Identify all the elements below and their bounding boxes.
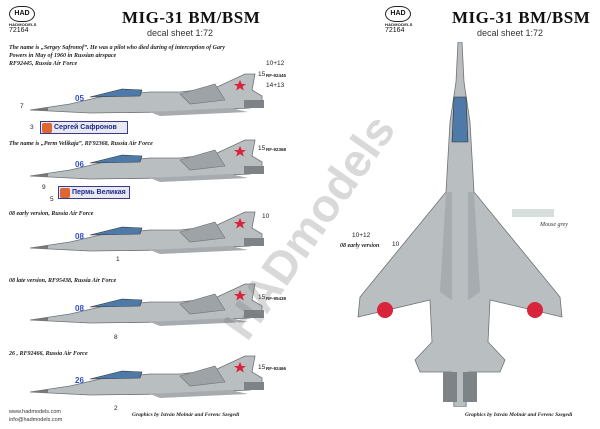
logo-right: HAD HADMODELS 72164	[385, 6, 413, 34]
callout-1d: 7	[20, 103, 24, 110]
banner-text: Пермь Великая	[72, 189, 126, 196]
sheet-subtitle-right: decal sheet 1:72	[477, 28, 544, 38]
product-code: 72164	[385, 27, 405, 34]
callout-1e: 3	[30, 124, 34, 131]
seal-icon	[42, 122, 52, 133]
serial-4: RF-95438	[266, 296, 287, 301]
callout-1a: 10+12	[266, 60, 285, 67]
credit-left: Graphics by István Molnár and Ferenc Sze…	[132, 412, 240, 418]
profile-1-caption-text: The name is „Sergey Safronof”. He was a …	[9, 45, 226, 59]
profile-1-aircraft: 05	[30, 73, 265, 117]
logo-left: HAD HADMODELS 72164	[9, 6, 37, 34]
logo-sub: HADMODELS	[385, 22, 413, 27]
name-banner-1: Сергей Сафронов	[40, 121, 128, 134]
nose-number: 08	[75, 232, 84, 241]
profile-2-caption: The name is „Perm Velikaja”, RF92368, Ru…	[9, 141, 153, 147]
callout-4b: 8	[114, 334, 118, 341]
nose-number: 06	[75, 160, 84, 169]
logo-sub: HADMODELS	[9, 22, 37, 27]
product-code: 72164	[9, 27, 29, 34]
credit-right: Graphics by István Molnár and Ferenc Sze…	[465, 412, 573, 418]
red-star	[234, 80, 246, 91]
callout-1b: 15	[258, 71, 266, 78]
profile-3-caption: 08 early version, Russia Air Force	[9, 211, 94, 217]
sheet-subtitle-left: decal sheet 1:72	[147, 28, 214, 38]
profile-4-caption: 08 late version, RF95438, Russia Air For…	[9, 278, 117, 284]
red-star	[234, 146, 246, 157]
serial-5: RF-92466	[266, 366, 287, 371]
nose-number: 26	[75, 376, 84, 385]
red-star	[234, 362, 246, 373]
banner-text: Сергей Сафронов	[54, 124, 117, 131]
nose-number: 05	[75, 94, 84, 103]
serial-2: RF-92368	[266, 147, 287, 152]
callout-3a: 10	[262, 213, 270, 220]
footer-email[interactable]: info@hadmodels.com	[9, 417, 63, 423]
callout-2b: 9	[42, 184, 46, 191]
callout-5a: 15	[258, 364, 266, 371]
nose-number: 08	[75, 304, 84, 313]
callout-2c: 5	[50, 196, 54, 203]
color-swatch	[512, 209, 554, 217]
footer-url[interactable]: www.hadmodels.com	[9, 409, 61, 415]
color-label: Mouse grey	[540, 222, 568, 228]
red-star	[234, 290, 246, 301]
red-star	[527, 302, 543, 318]
plan-callout-b: 08 early version	[340, 243, 380, 249]
profile-1-caption: The name is „Sergey Safronof”. He was a …	[9, 44, 239, 68]
red-star	[377, 302, 393, 318]
serial-1: RF-92445	[266, 73, 287, 78]
callout-2a: 15	[258, 145, 266, 152]
profile-5-aircraft: 26	[30, 355, 265, 399]
logo-mark: HAD	[385, 6, 411, 22]
seal-icon	[60, 187, 70, 198]
profile-4-aircraft: 08	[30, 283, 265, 327]
profile-2-aircraft: 06	[30, 139, 265, 183]
callout-3b: 1	[116, 256, 120, 263]
callout-4a: 15	[258, 294, 266, 301]
profile-1-caption-line2: RF92445, Russia Air Force	[9, 61, 78, 67]
profile-3-aircraft: 08	[30, 211, 265, 255]
callout-1c: 14+13	[266, 82, 285, 89]
sheet-title-right: MIG-31 BM/BSM	[452, 8, 591, 27]
name-banner-2: Пермь Великая	[58, 186, 130, 199]
red-star	[234, 218, 246, 229]
callout-5b: 2	[114, 405, 118, 412]
sheet-title-left: MIG-31 BM/BSM	[122, 8, 261, 27]
plan-view-aircraft	[357, 42, 563, 407]
plan-callout-a: 10+12	[352, 232, 371, 239]
profile-5-caption: 26 , RF92466, Russia Air Force	[9, 351, 88, 357]
logo-mark: HAD	[9, 6, 35, 22]
plan-callout-c: 10	[392, 241, 400, 248]
